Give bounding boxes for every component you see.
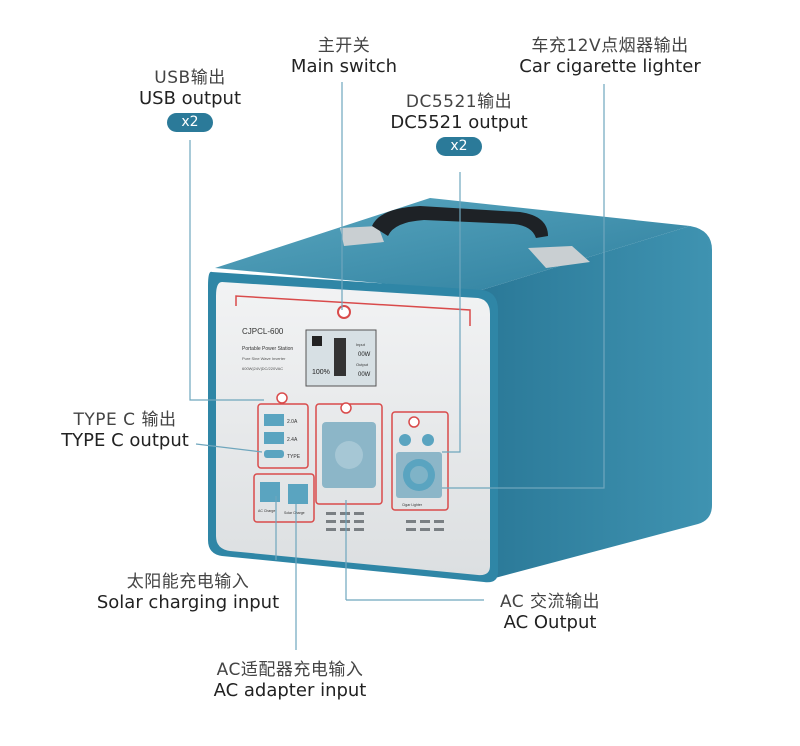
lcd-percent: 100% [312,369,330,376]
dc5521-callout: DC5521输出 DC5521 output x2 [384,92,534,156]
usb-switch-icon [276,392,288,404]
dc5521-en: DC5521 output [390,112,528,134]
vents [326,512,444,531]
usb-port-1 [264,414,284,426]
product-title: Portable Power Station [242,346,293,352]
ac-charge-port [260,482,280,502]
carry-handle [372,206,548,238]
top-red-outline [235,295,471,326]
shell-top [215,198,690,292]
type-c-cn: TYPE C 输出 [73,410,177,430]
ac-adapter-cn: AC适配器充电输入 [216,660,364,680]
car-lighter-cn: 车充12V点烟器输出 [531,36,689,56]
lcd-input-label: Input [356,342,366,347]
dc5521-port-2 [422,434,434,446]
ac-adapter-en: AC adapter input [213,680,367,702]
car-lighter-callout: 车充12V点烟器输出 Car cigarette lighter [510,36,710,78]
ac-output-callout: AC 交流输出 AC Output [480,592,620,634]
lighter-label: Cigar Lighter [402,503,423,507]
ac-switch-icon [340,402,352,414]
shell-side [475,226,712,578]
lcd-output-value: 00W [358,372,371,378]
dc5521-count-badge: x2 [436,136,482,156]
product-subtitle: Pure Sine Wave Inverter [242,356,286,361]
callout-lines [189,82,605,650]
lcd-battery-icon [334,338,346,376]
type-c-port [264,450,284,458]
solar-en: Solar charging input [96,592,280,614]
usb-rating-2: 2.4A [287,437,298,443]
ac-adapter-callout: AC适配器充电输入 AC adapter input [190,660,390,702]
type-c-callout: TYPE C 输出 TYPE C output [50,410,200,452]
main-switch-cn: 主开关 [317,36,371,56]
car-lighter-en: Car cigarette lighter [519,56,701,78]
lcd-output-label: Output [356,362,369,367]
model-label: CJPCL-600 [242,327,284,336]
usb-count-badge: x2 [167,112,213,132]
solar-charge-port [288,484,308,504]
solar-callout: 太阳能充电输入 Solar charging input [88,572,288,614]
usb-en: USB output [138,88,242,110]
handle-bracket-right [528,246,590,268]
usb-group-outline [257,403,309,469]
dc-switch-icon [408,416,420,428]
ac-output-en: AC Output [503,612,597,634]
dc5521-port-1 [399,434,411,446]
main-switch-icon [337,305,351,319]
ac-charge-label: AC Charge [258,509,275,513]
type-label: TYPE [287,454,301,460]
type-c-en: TYPE C output [61,430,189,452]
product-spec: 600W|24V|DC/220VAC [242,366,283,371]
main-switch-callout: 主开关 Main switch [284,36,404,78]
dc5521-cn: DC5521输出 [405,92,513,112]
usb-rating-1: 2.0A [287,419,298,425]
usb-callout: USB输出 USB output x2 [130,68,250,132]
usb-port-2 [264,432,284,444]
main-switch-en: Main switch [290,56,398,78]
usb-cn: USB输出 [154,68,226,88]
lcd-input-value: 00W [358,352,371,358]
solar-cn: 太阳能充电输入 [126,572,250,592]
ac-output-cn: AC 交流输出 [499,592,601,612]
dc-group-outline [391,411,449,511]
solar-charge-label: Solar Charge [284,511,305,515]
handle-bracket-left [340,226,384,246]
input-group-outline [253,473,315,523]
